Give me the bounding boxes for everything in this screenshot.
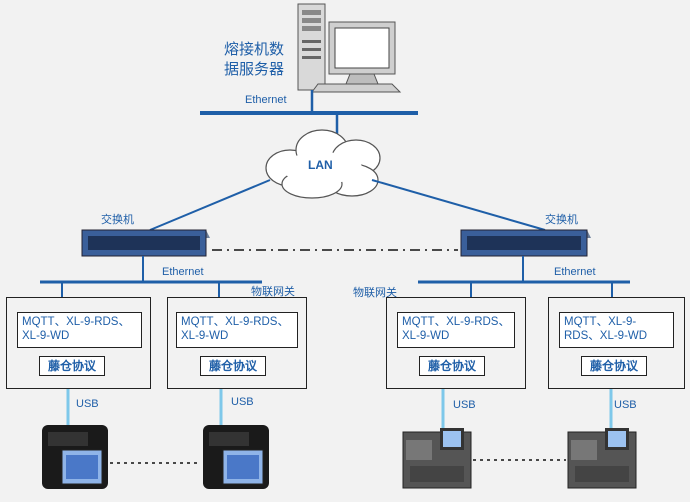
rattan-protocol-1: 藤仓协议: [39, 356, 105, 376]
iot-gateway-left-label: 物联网关: [251, 286, 295, 298]
iot-gateway-right-label: 物联网关: [353, 287, 397, 299]
switch-right-icon: [460, 229, 591, 257]
ethernet-top-label: Ethernet: [245, 94, 287, 106]
iot-gateway-box-2: MQTT、XL-9-RDS、XL-9-WD 藤仓协议: [167, 297, 307, 389]
fusion-splicer-icon-4: [567, 428, 637, 489]
switch-right-label: 交换机: [545, 214, 578, 226]
protocol-list-2: MQTT、XL-9-RDS、XL-9-WD: [176, 312, 298, 348]
iot-gateway-box-1: MQTT、XL-9-RDS、XL-9-WD 藤仓协议: [6, 297, 151, 389]
protocol-list-3: MQTT、XL-9-RDS、XL-9-WD: [397, 312, 515, 348]
switch-left-label: 交换机: [101, 214, 134, 226]
protocol-list-4: MQTT、XL-9-RDS、XL-9-WD: [559, 312, 674, 348]
fusion-splicer-icon-1: [42, 425, 108, 489]
fusion-splicer-icon-3: [402, 428, 472, 489]
lan-label: LAN: [308, 158, 333, 172]
server-label: 熔接机数据服务器: [224, 41, 285, 78]
usb-label-4: USB: [614, 399, 637, 411]
ethernet-left-label: Ethernet: [162, 266, 204, 278]
protocol-list-1: MQTT、XL-9-RDS、XL-9-WD: [17, 312, 142, 348]
iot-gateway-box-3: MQTT、XL-9-RDS、XL-9-WD 藤仓协议: [386, 297, 526, 389]
lan-to-left-switch-line: [149, 179, 271, 231]
usb-label-1: USB: [76, 398, 99, 410]
usb-label-3: USB: [453, 399, 476, 411]
lan-to-right-switch-line: [371, 179, 546, 231]
usb-label-2: USB: [231, 396, 254, 408]
server-computer-icon: [297, 3, 402, 93]
rattan-protocol-2: 藤仓协议: [200, 356, 266, 376]
fusion-splicer-icon-2: [203, 425, 269, 489]
rattan-protocol-4: 藤仓协议: [581, 356, 647, 376]
iot-gateway-box-4: MQTT、XL-9-RDS、XL-9-WD 藤仓协议: [548, 297, 685, 389]
switch-left-icon: [81, 229, 210, 257]
rattan-protocol-3: 藤仓协议: [419, 356, 485, 376]
ethernet-right-label: Ethernet: [554, 266, 596, 278]
